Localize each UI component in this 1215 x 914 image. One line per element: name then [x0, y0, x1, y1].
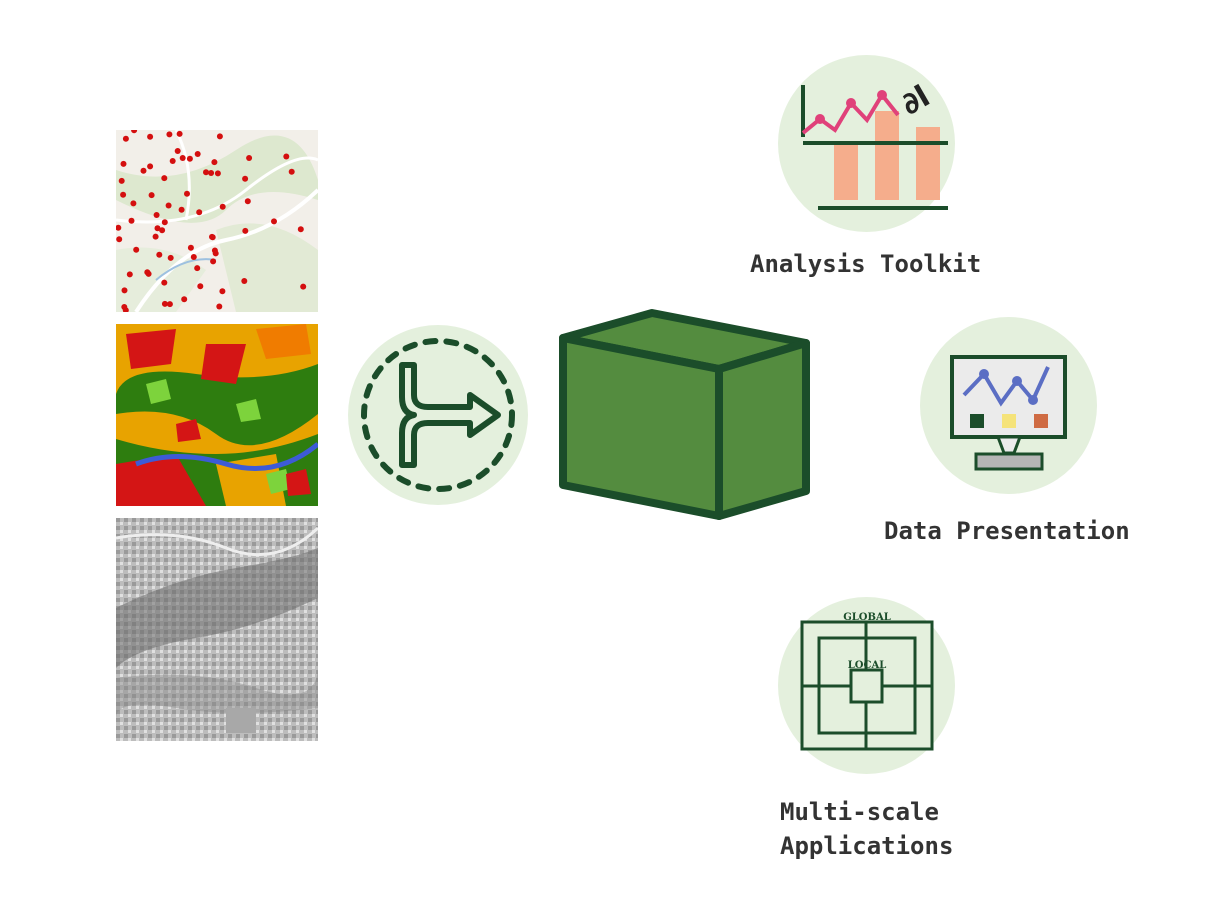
point-marker [121, 304, 128, 310]
point-marker [126, 271, 133, 278]
point-marker [197, 283, 204, 290]
point-marker [283, 153, 290, 160]
point-marker [209, 233, 215, 240]
point-marker [297, 226, 304, 233]
points-map-tile [116, 130, 318, 312]
point-marker [166, 131, 173, 138]
point-marker [181, 296, 188, 303]
point-marker [140, 167, 147, 174]
point-marker [271, 218, 277, 225]
multiscale-label-line2: Applications [780, 832, 954, 860]
point-marker [187, 244, 194, 251]
point-marker [242, 175, 249, 182]
point-marker [216, 303, 223, 310]
point-marker [133, 246, 140, 253]
point-marker [196, 209, 203, 216]
point-marker [166, 301, 173, 308]
point-marker [179, 155, 186, 161]
point-marker [288, 168, 295, 175]
point-marker [246, 155, 253, 161]
point-marker [219, 288, 226, 295]
point-marker [116, 236, 123, 243]
point-marker [216, 133, 223, 140]
point-marker [194, 265, 201, 272]
point-marker [145, 270, 152, 277]
point-marker [122, 135, 129, 142]
svg-text:∂l: ∂l [895, 79, 936, 123]
point-marker [130, 200, 137, 207]
point-marker [161, 279, 168, 286]
merge-arrow-icon [361, 338, 515, 492]
point-marker [148, 192, 155, 199]
point-marker [131, 130, 138, 134]
point-marker [167, 254, 174, 261]
point-marker [208, 170, 215, 176]
point-marker [118, 177, 125, 184]
point-marker [121, 287, 128, 294]
analysis-chart-icon: ∂l [801, 79, 948, 210]
point-marker [214, 170, 221, 177]
multiscale-label-line1: Multi-scale [780, 798, 939, 826]
point-marker [147, 133, 154, 140]
point-marker [153, 212, 160, 218]
point-marker [190, 254, 197, 260]
point-marker [186, 155, 193, 162]
point-marker [161, 300, 168, 307]
point-marker [300, 283, 307, 290]
point-marker [152, 233, 159, 240]
point-marker [159, 227, 166, 234]
point-marker [165, 202, 172, 209]
point-marker [120, 191, 127, 198]
point-marker [116, 224, 122, 231]
point-marker [210, 258, 217, 265]
point-marker [219, 203, 226, 210]
point-marker [241, 278, 248, 284]
point-markers [116, 130, 307, 312]
point-marker [203, 169, 209, 176]
point-marker [176, 130, 183, 137]
elevation-hillshade-tile [116, 518, 318, 741]
global-scale-text: GLOBAL [843, 612, 891, 623]
analysis-toolkit-label: Analysis Toolkit [750, 250, 982, 278]
local-scale-text: LOCAL [848, 660, 887, 671]
point-marker [169, 158, 176, 164]
multiscale-grid-icon: GLOBAL LOCAL [800, 612, 934, 751]
point-marker [128, 217, 135, 224]
data-cube-icon [559, 309, 810, 520]
point-marker [147, 163, 154, 170]
point-marker [244, 198, 251, 205]
point-marker [242, 227, 249, 234]
point-marker [211, 159, 218, 166]
point-marker [161, 219, 168, 226]
point-marker [120, 160, 127, 167]
data-presentation-label: Data Presentation [884, 517, 1130, 545]
point-marker [161, 175, 168, 182]
point-marker [174, 148, 181, 154]
point-marker [154, 225, 161, 232]
point-marker [184, 190, 190, 197]
point-marker [178, 206, 185, 213]
monitor-chart-icon [950, 355, 1067, 471]
point-marker [194, 151, 201, 157]
point-marker [156, 251, 163, 258]
land-cover-map-tile [116, 324, 318, 506]
point-marker [212, 250, 219, 257]
